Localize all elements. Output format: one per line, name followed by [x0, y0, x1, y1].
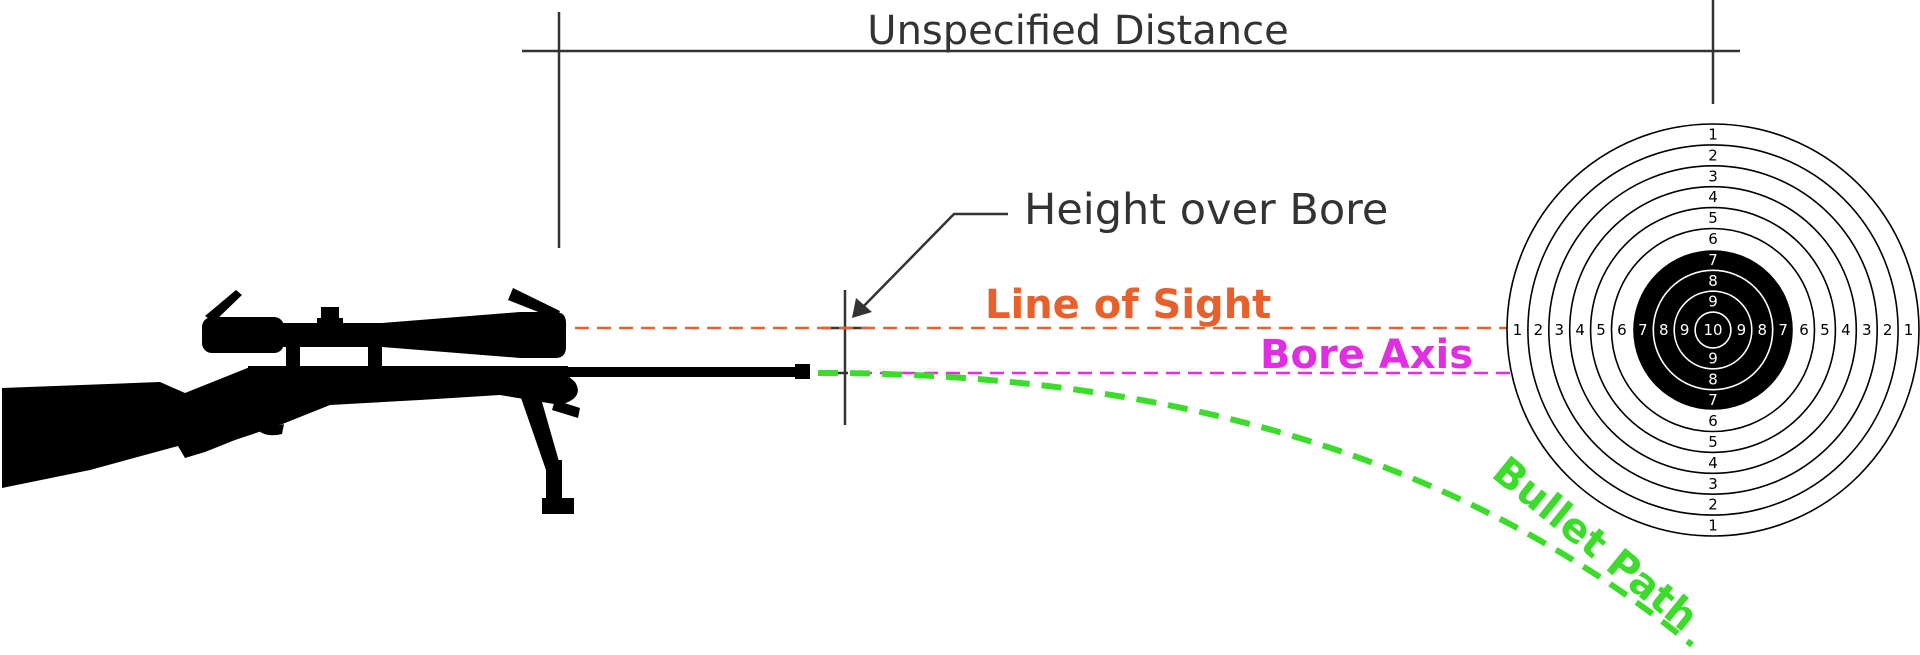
target-ring-number: 8 — [1708, 272, 1718, 290]
target-ring-number: 1 — [1708, 517, 1718, 535]
target-ring-number: 8 — [1659, 321, 1669, 339]
distance-dimension — [522, 0, 1740, 248]
target-ring-number: 7 — [1708, 391, 1718, 409]
target-ring-number: 7 — [1778, 321, 1788, 339]
target-ring-number: 4 — [1708, 454, 1718, 472]
bullet-path-curve — [817, 369, 1694, 648]
hob-arrowhead — [852, 298, 872, 318]
height-over-bore-marker — [822, 212, 1008, 425]
target-ring-number: 5 — [1708, 433, 1718, 451]
target-ring-number: 5 — [1708, 209, 1718, 227]
target-ring-number: 4 — [1841, 321, 1851, 339]
target-ring-number: 3 — [1708, 167, 1718, 185]
line-of-sight-label: Line of Sight — [985, 282, 1271, 328]
target-ring-number: 1 — [1513, 321, 1523, 339]
target-ring-number: 1 — [1904, 321, 1914, 339]
target-ring-number: 9 — [1737, 321, 1747, 339]
target-ring-number: 6 — [1617, 321, 1627, 339]
target-ring-7 — [1631, 248, 1795, 412]
target-ring-number: 6 — [1799, 321, 1809, 339]
target-ring-number: 7 — [1708, 251, 1718, 269]
rifle-icon — [2, 288, 810, 514]
target-ring-number: 6 — [1708, 230, 1718, 248]
target-ring-number: 2 — [1534, 321, 1544, 339]
target-ring-number: 9 — [1680, 321, 1690, 339]
target-ring-number: 3 — [1554, 321, 1564, 339]
target-ring-number: 9 — [1708, 293, 1718, 311]
target-ring-number: 3 — [1708, 475, 1718, 493]
target-ring-number: 1 — [1708, 125, 1718, 143]
target-ring-number: 8 — [1757, 321, 1767, 339]
target-ring-number: 4 — [1575, 321, 1585, 339]
target-ring-10 — [1694, 311, 1732, 349]
target-ring-9 — [1673, 290, 1753, 370]
target-ring-number: 5 — [1596, 321, 1606, 339]
target-ring-number: 2 — [1708, 496, 1718, 514]
target-ring-number: 8 — [1708, 370, 1718, 388]
hob-leader-line — [857, 212, 1008, 313]
target-ring-number: 10 — [1703, 321, 1722, 339]
target-ring-8 — [1652, 269, 1774, 391]
bore-axis-label: Bore Axis — [1260, 332, 1473, 378]
height-over-bore-label: Height over Bore — [1024, 185, 1388, 235]
target-ring-number: 2 — [1708, 146, 1718, 164]
target-ring-number: 9 — [1708, 349, 1718, 367]
target-ring-number: 5 — [1820, 321, 1830, 339]
target-ring-number: 2 — [1883, 321, 1893, 339]
target-ring-number: 4 — [1708, 188, 1718, 206]
target-ring-number: 7 — [1638, 321, 1648, 339]
distance-label: Unspecified Distance — [867, 8, 1288, 54]
target-ring-number: 3 — [1862, 321, 1872, 339]
target-ring-number: 6 — [1708, 412, 1718, 430]
